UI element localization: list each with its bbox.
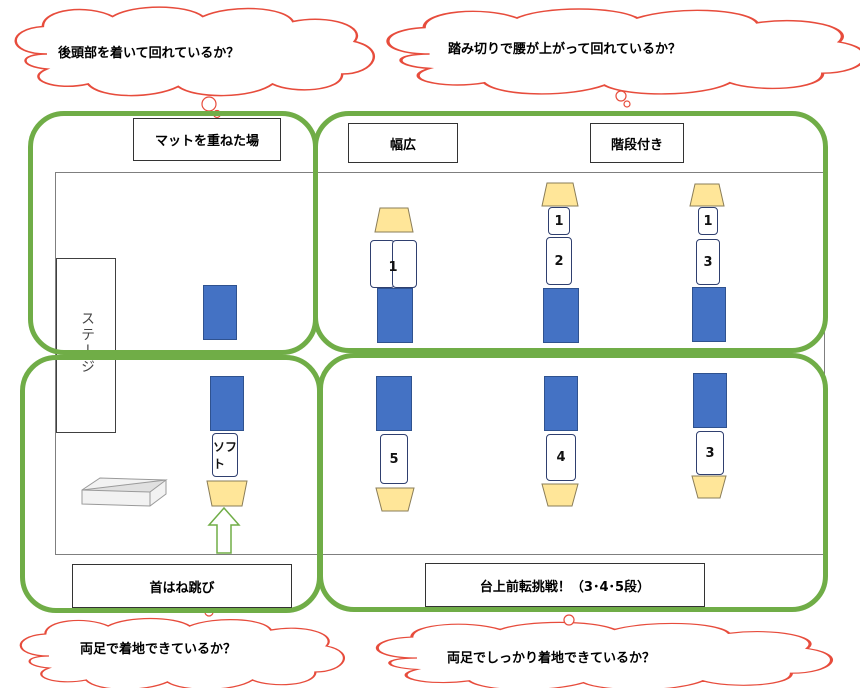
springboard-col1 xyxy=(375,487,415,512)
vault-soft: ソフト xyxy=(212,433,238,477)
label-platform-challenge: 台上前転挑戦！（3･4･5段） xyxy=(425,563,705,607)
mat-stairs-b xyxy=(692,287,726,342)
label-wide: 幅広 xyxy=(348,123,458,163)
springboard-col3 xyxy=(691,475,727,499)
run-direction-arrow xyxy=(207,506,241,554)
cloud-text-top-left: 後頭部を着いて回れているか？ xyxy=(58,46,240,61)
vault-stairs-b-step2: 3 xyxy=(696,239,720,285)
label-neck-spring: 首はね跳び xyxy=(72,564,292,608)
cloud-text-bottom-left: 両足で着地できているか？ xyxy=(80,642,237,657)
springboard-neck-spring xyxy=(206,480,248,507)
springboard-stairs-b xyxy=(689,183,725,207)
zone-platform-challenge xyxy=(318,353,828,612)
vault-col1-5: 5 xyxy=(380,434,408,484)
mat-col2 xyxy=(544,376,578,431)
cloud-text-bottom-right: 両足でしっかり着地できているか？ xyxy=(447,651,656,666)
cloud-text-top-right: 踏み切りで腰が上がって回れているか？ xyxy=(448,42,681,57)
vault-wide-right xyxy=(392,240,417,288)
mat-stack-blue xyxy=(203,285,237,340)
mat-col3 xyxy=(693,373,727,428)
zone-wide-stairs xyxy=(313,111,828,353)
vault-col3-3: 3 xyxy=(696,431,724,475)
soft-mat-slab xyxy=(81,477,168,507)
label-mat-stack: マットを重ねた場 xyxy=(133,118,281,161)
springboard-wide xyxy=(374,207,414,233)
springboard-stairs-a xyxy=(541,182,579,207)
mat-wide xyxy=(377,288,413,343)
vault-stairs-a-step1: 1 xyxy=(548,207,570,235)
mat-neck-spring xyxy=(210,376,244,431)
vault-wide-number: 1 xyxy=(388,259,398,275)
mat-col1 xyxy=(376,376,412,431)
mat-stairs-a xyxy=(543,288,579,343)
vault-stairs-a-step2: 2 xyxy=(546,237,572,285)
vault-stairs-b-step1: 1 xyxy=(698,207,718,235)
springboard-col2 xyxy=(541,483,579,507)
vault-col2-4: 4 xyxy=(546,434,576,481)
label-stairs: 階段付き xyxy=(590,123,684,163)
